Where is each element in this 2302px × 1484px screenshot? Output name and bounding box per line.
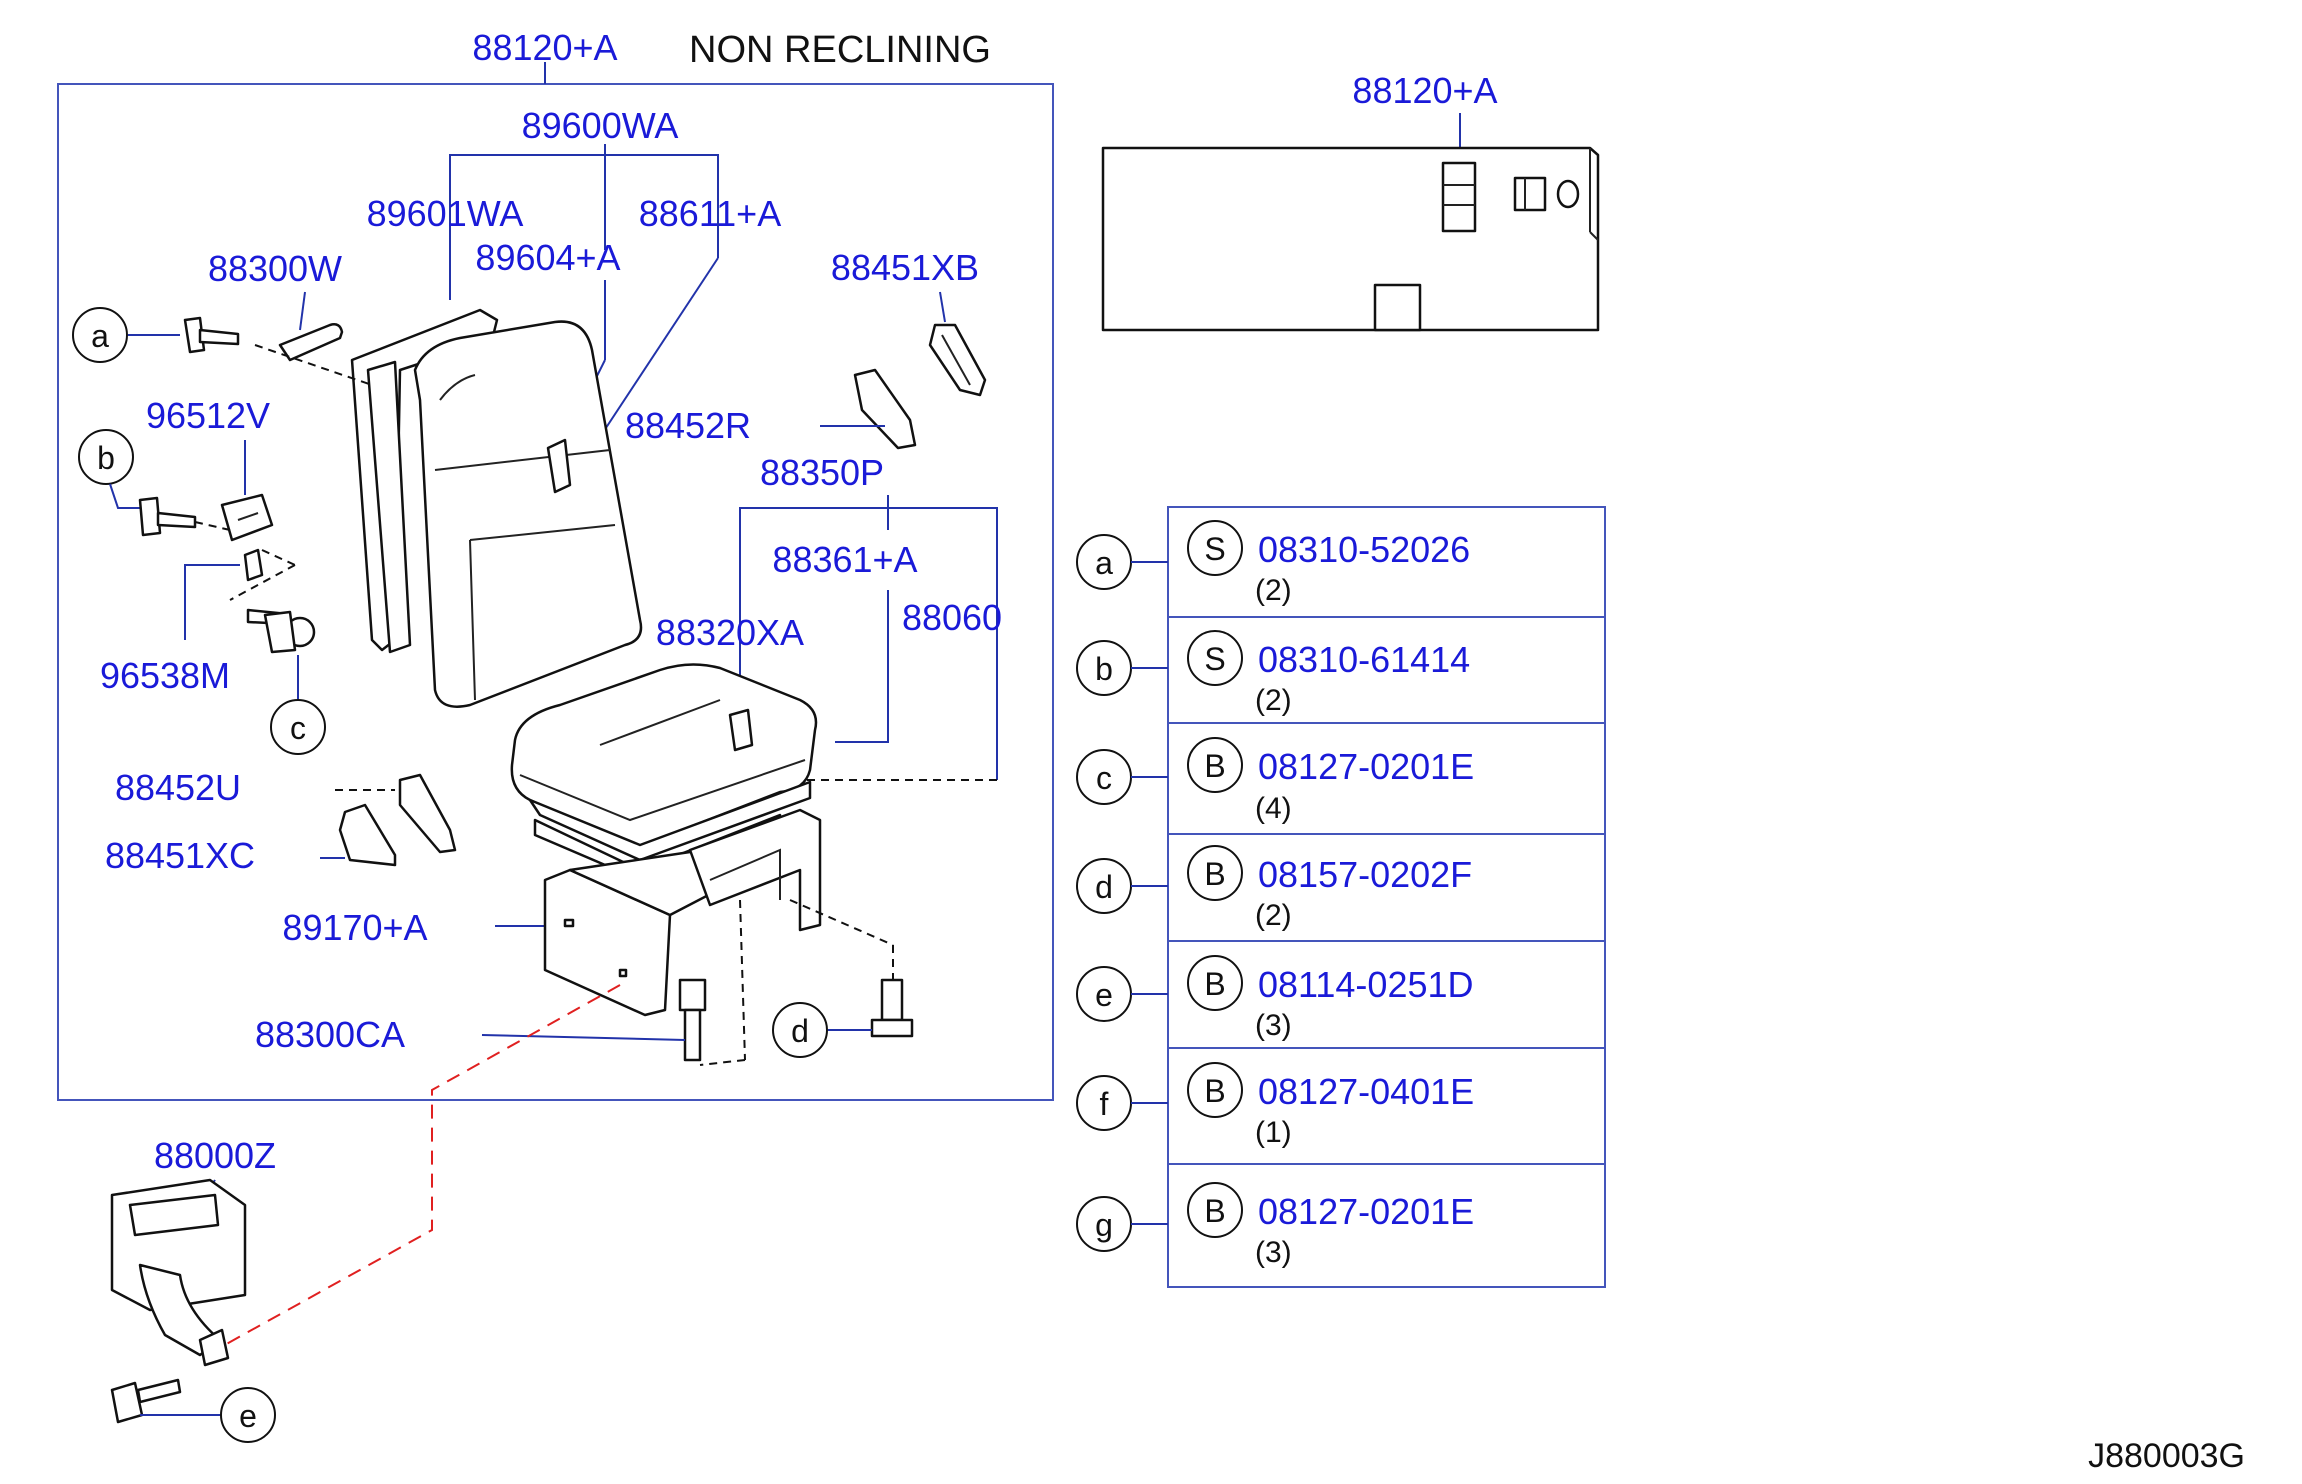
callout-c[interactable] [270,699,326,755]
fastener-part-g: 08127-0201E [1258,1191,1474,1232]
part-label-89170A[interactable]: 89170+A [282,907,427,948]
svg-text:B: B [1204,856,1225,892]
cover-88452U [398,773,457,854]
callout-e-letter: e [239,1398,257,1434]
inset-part-label[interactable]: 88120+A [1352,70,1497,111]
part-label-88000Z[interactable]: 88000Z [154,1135,276,1176]
page-title: NON RECLINING [689,29,991,71]
seat-back-frame [350,308,499,654]
part-label-88350P[interactable]: 88350P [760,452,884,493]
svg-text:B: B [1204,966,1225,1002]
inset-diagram [1101,146,1600,332]
fastener-qty-b: (2) [1255,684,1292,717]
seatbelt-88000Z [110,1178,247,1367]
part-label-88361A[interactable]: 88361+A [772,539,917,580]
table-row-e[interactable]: e B 08114-0251D (3) [1076,955,1474,1042]
part-label-88452R[interactable]: 88452R [625,405,751,446]
bolt-d-icon [870,978,914,1038]
svg-text:B: B [1204,748,1225,784]
fastener-table [1167,506,1606,1288]
svg-text:B: B [1204,1193,1225,1229]
belt-anchor-leader [211,984,621,1353]
svg-text:e: e [1095,977,1113,1013]
seat-riser [543,808,822,1017]
seat-cushion [510,663,818,852]
callout-a-letter: a [91,318,109,354]
svg-text:b: b [1095,651,1113,687]
fastener-qty-a: (2) [1255,574,1292,607]
table-row-g[interactable]: g B 08127-0201E (3) [1076,1182,1474,1269]
bolt-e-icon [110,1378,182,1424]
fastener-part-a: 08310-52026 [1258,529,1470,570]
table-row-f[interactable]: f B 08127-0401E (1) [1076,1062,1474,1149]
fastener-qty-c: (4) [1255,792,1292,825]
part-label-89604A[interactable]: 89604+A [475,237,620,278]
callout-d-letter: d [791,1013,809,1049]
part-label-89601WA[interactable]: 89601WA [367,193,524,234]
bolt-a-icon [183,316,240,354]
clip-96538M [243,548,264,582]
fastener-part-c: 08127-0201E [1258,746,1474,787]
diagram-code: J880003G [2088,1437,2245,1475]
fastener-qty-f: (1) [1255,1116,1292,1149]
part-label-88452U[interactable]: 88452U [115,767,241,808]
fastener-qty-g: (3) [1255,1236,1292,1269]
svg-text:c: c [1096,760,1112,796]
part-label-88300W[interactable]: 88300W [208,248,342,289]
seat-back-tab [546,438,572,494]
fastener-qty-d: (2) [1255,899,1292,932]
part-label-96512V[interactable]: 96512V [146,395,270,436]
table-row-c[interactable]: c B 08127-0201E (4) [1076,737,1474,825]
part-label-96538M[interactable]: 96538M [100,655,230,696]
fastener-part-b: 08310-61414 [1258,639,1470,680]
cover-88451XB [928,323,987,397]
fastener-part-d: 08157-0202F [1258,854,1472,895]
svg-text:d: d [1095,869,1113,905]
callout-c-letter: c [290,710,306,746]
svg-text:a: a [1095,545,1113,581]
svg-text:S: S [1204,531,1225,567]
callout-b-letter: b [97,440,115,476]
bolt-b-icon [138,496,197,537]
part-label-88451XC[interactable]: 88451XC [105,835,255,876]
callout-e[interactable] [220,1387,276,1443]
callout-b[interactable] [78,429,134,485]
fastener-qty-e: (3) [1255,1009,1292,1042]
svg-text:S: S [1204,641,1225,677]
assembly-part-label[interactable]: 88120+A [472,27,617,68]
fastener-part-e: 08114-0251D [1258,964,1474,1005]
seat-back-cushion [413,320,643,708]
svg-text:B: B [1204,1073,1225,1109]
fastener-part-f: 08127-0401E [1258,1071,1474,1112]
part-label-88060[interactable]: 88060 [902,597,1002,638]
part-label-89600WA[interactable]: 89600WA [522,105,679,146]
bolt-88300CA-icon [678,978,707,1062]
part-label-88611A[interactable]: 88611+A [639,193,781,234]
assembly-frame [57,83,1054,1101]
part-label-88300CA[interactable]: 88300CA [255,1014,405,1055]
hook-88300W [278,323,344,362]
svg-text:f: f [1100,1086,1109,1122]
table-row-a[interactable]: a S 08310-52026 (2) [1076,520,1470,607]
table-row-b[interactable]: b S 08310-61414 (2) [1076,630,1470,717]
cover-88451XC [338,803,397,867]
cover-88452R [853,368,917,450]
part-label-88320XA[interactable]: 88320XA [656,612,804,653]
callout-a[interactable] [72,307,128,363]
callout-d[interactable] [772,1002,828,1058]
svg-text:g: g [1095,1207,1113,1243]
part-label-88451XB[interactable]: 88451XB [831,247,979,288]
bolt-c-icon [246,608,316,654]
table-row-d[interactable]: d B 08157-0202F (2) [1076,845,1472,932]
